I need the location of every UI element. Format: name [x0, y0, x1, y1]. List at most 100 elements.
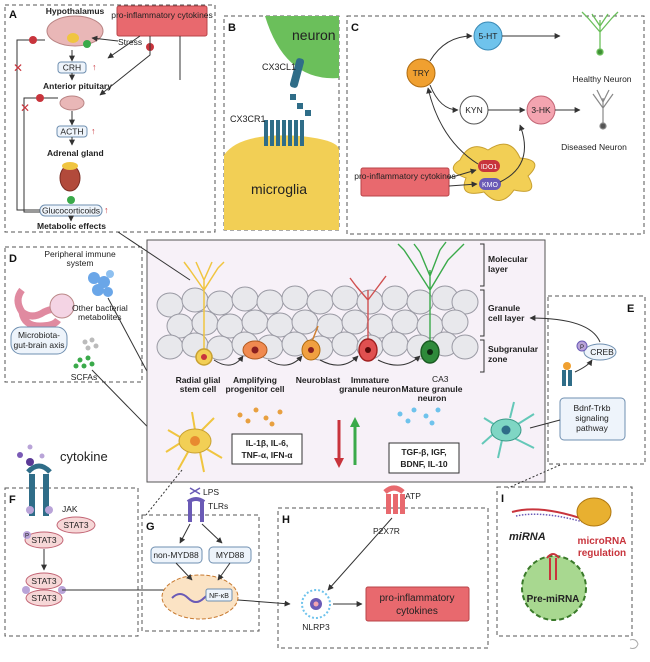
ligand-fragment — [305, 110, 311, 116]
neuroblast-label: Neuroblast — [296, 375, 341, 385]
tlr-nonmyd-arrow — [179, 523, 191, 544]
panel-d-frame — [4, 246, 143, 383]
creb-node — [583, 343, 617, 361]
amplifying-label: Amplifying — [233, 375, 277, 385]
cytokine-box-h — [365, 586, 470, 622]
creb-label: CREB — [590, 347, 614, 357]
activated-microglia-icon — [165, 411, 223, 473]
cx3cr1-receptor-icon — [264, 120, 304, 146]
creb-center-arrow — [529, 315, 601, 343]
glucocorticoids-label: Glucocorticoids — [42, 206, 100, 216]
hypothalamus-icon — [67, 33, 79, 43]
mirna-regulation-label: microRNA — [578, 536, 627, 547]
anti-cytokine-label-2: BDNF, IL-10 — [400, 459, 448, 469]
cytokine-dots-icon — [17, 444, 45, 466]
stat3-dimer-bottom — [25, 589, 63, 607]
stress-arrow — [91, 35, 119, 42]
cytokine-box-c — [360, 167, 450, 197]
healthy-neuron-label: Healthy Neuron — [572, 74, 631, 84]
kmo-3hk-arrow — [499, 124, 525, 183]
cytokine-box-label: pro-inflammatory cytokines — [111, 10, 213, 20]
ligand-fragment — [297, 103, 303, 109]
neuron-shape — [265, 16, 339, 79]
crh-label: CRH — [63, 63, 81, 73]
down-arrow-red-head — [334, 458, 344, 468]
panel-f: F cytokine JAK STAT3 STAT3 P STAT3 STAT3 — [4, 444, 193, 637]
phospho-badge — [22, 586, 30, 594]
mirna-regulation-label-2: regulation — [578, 548, 626, 559]
panel-g-letter: G — [146, 521, 155, 533]
mirna-label: miRNA — [509, 531, 546, 543]
try-label: TRY — [413, 68, 430, 78]
try-5ht-arrow — [429, 33, 473, 62]
pituitary-icon — [59, 95, 85, 111]
brain-icon — [46, 15, 104, 47]
ca3-label: CA3 — [432, 374, 449, 384]
bdnf-box — [559, 397, 626, 441]
cytokine-crh-arrow — [107, 35, 141, 59]
anti-cytokine-dots-icon — [397, 407, 441, 426]
cx3cr1-label: CX3CR1 — [230, 114, 266, 124]
subgranular-label: Subgranular — [488, 344, 539, 354]
panel-i: I miRNA microRNA regulation Pre-miRNA — [496, 464, 633, 637]
microglia-shape — [224, 135, 339, 230]
microglia-label: microglia — [251, 181, 307, 197]
immature-label: Immature — [351, 375, 390, 385]
cytokine-box-c-label: pro-inflammatory cytokines — [354, 171, 456, 181]
kyn-label: KYN — [465, 105, 482, 115]
stress-label: Stress — [118, 37, 142, 47]
gut-brain-axis-box — [10, 326, 68, 355]
diseased-neuron-icon — [592, 89, 614, 130]
panel-g: G LPS TLRs non-MYD88 MYD88 NF-κB — [141, 469, 291, 632]
inhibit-badge — [36, 94, 44, 102]
bdnf-label: Bdnf-Trkb — [573, 403, 610, 413]
up-arrow-green-head — [350, 417, 360, 427]
radial-label: Radial glial — [176, 375, 221, 385]
progenitor-cell-icon — [242, 340, 268, 360]
axis-label-2: gut-brain axis — [13, 340, 64, 350]
panel-b-letter: B — [228, 22, 236, 34]
nfkb-box — [205, 588, 233, 602]
mature-label: Mature granule — [402, 384, 463, 394]
microglia-i-link — [507, 464, 561, 489]
axis-label: Microbiota- — [18, 330, 60, 340]
panel-c-frame — [346, 15, 645, 235]
granule-label: Granule — [488, 303, 520, 313]
cx3cl1-label: CX3CL1 — [262, 62, 296, 72]
diseased-neuron-label: Diseased Neuron — [561, 142, 627, 152]
microglia-g-link — [145, 469, 183, 516]
panel-a-letter: A — [9, 9, 17, 21]
ligand-fragment — [290, 94, 296, 100]
panel-f-frame — [4, 487, 139, 637]
jak-label: JAK — [62, 504, 78, 514]
ido1-label: IDO1 — [481, 164, 497, 171]
panel-a: A pro-inflammatory cytokines Hypothalamu… — [4, 4, 216, 233]
anti-cytokine-label: TGF-β, IGF, — [401, 447, 446, 457]
nlrp3-label: NLRP3 — [302, 622, 330, 632]
resting-microglia-icon — [481, 401, 535, 459]
phospho-badge — [45, 506, 53, 514]
cytokine-box — [116, 5, 208, 37]
kmo-label: KMO — [482, 182, 499, 189]
bdnf-label-2: signaling — [575, 413, 609, 423]
cytokine-box-h-label: pro-inflammatory — [379, 593, 454, 604]
ht5-label: 5-HT — [479, 31, 498, 41]
block-x-icon: ✕ — [20, 101, 30, 115]
cytokine-ido-arrow — [448, 168, 477, 179]
panel-c-letter: C — [351, 22, 359, 34]
other-bacterial-label-2: metabolites — [78, 312, 121, 322]
nonmyd-nucleus-arrow — [175, 562, 193, 581]
panel-i-frame — [496, 486, 633, 637]
ido1-badge — [478, 160, 500, 172]
phospho-badge — [576, 340, 588, 352]
pre-mirna-hairpin-icon — [549, 558, 557, 580]
immature-mature-arrow — [377, 355, 421, 366]
p2x7r-nlrp3-arrow — [327, 517, 393, 591]
up-arrow-icon: ↑ — [104, 205, 109, 215]
cytokine-box-h-label-2: cytokines — [396, 606, 438, 617]
pro-cytokine-dots-icon — [237, 407, 283, 427]
phospho-badge — [26, 506, 34, 514]
myd-label: MYD88 — [216, 550, 245, 560]
stimulate-badge — [83, 40, 91, 48]
